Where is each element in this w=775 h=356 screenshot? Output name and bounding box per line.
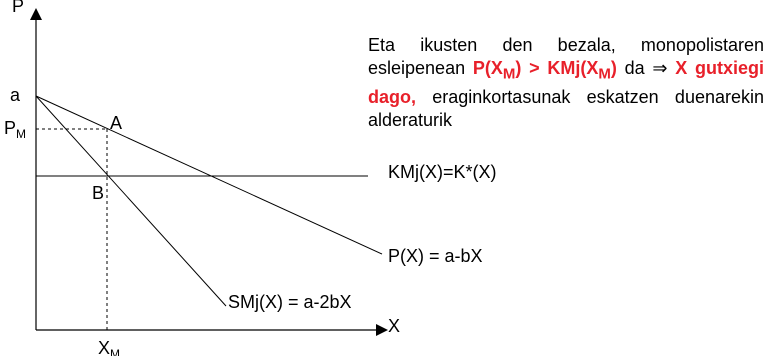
note-part1: Eta ikusten den bezala, monopolistaren e… [368,35,764,78]
point-A-label: A [110,113,122,133]
note-inequality-mid: ) > KMj(X [515,58,599,78]
note-part2: da [616,58,653,78]
point-a-label: a [10,85,21,105]
demand-curve-label: P(X) = a-bX [388,246,483,266]
note-conclusion: X gutxiegi dago, [368,58,764,107]
pm-label: PM [4,118,26,141]
x-axis-label: X [388,316,400,336]
point-B-label: B [92,183,104,203]
note-inequality-pre: P(X [472,58,503,78]
note-inequality-sub2: M [598,65,611,83]
explanation-text: Eta ikusten den bezala, monopolistaren e… [368,34,764,132]
marginal-revenue-line [35,95,227,307]
y-axis-label: P [12,0,24,16]
pm-label-sub: M [16,127,26,141]
note-part3: eraginkortasunak eskatzen duenarekin ald… [368,86,764,130]
note-inequality: P(XM) > KMj(XM) [472,58,617,83]
pm-label-base: P [4,118,16,138]
xm-label: XM [98,338,120,356]
note-inequality-post: ) [610,58,617,78]
note-inequality-sub1: M [502,65,516,83]
demand-line [35,95,383,255]
xm-label-sub: M [110,347,120,356]
marginal-revenue-curve-label: SMj(X) = a-2bX [228,292,352,312]
xm-label-base: X [98,338,110,356]
cost-curve-label: KMj(X)=K*(X) [388,162,497,182]
implies-arrow-icon: ⇒ [652,58,668,78]
